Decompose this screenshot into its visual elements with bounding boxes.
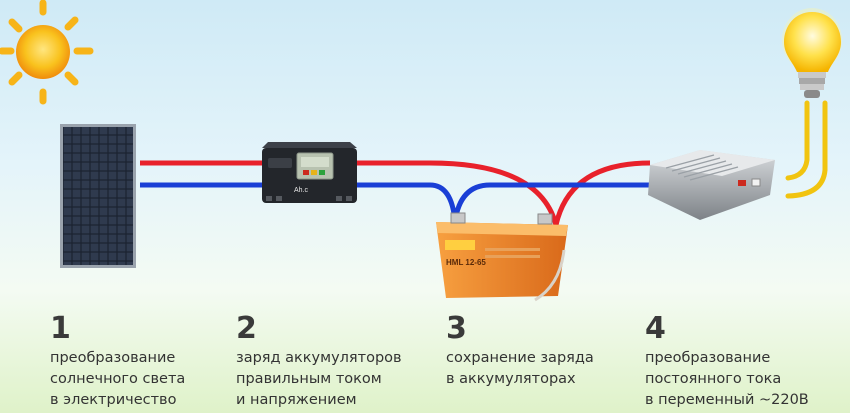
step-number: 2 — [236, 311, 257, 346]
ac-wires — [785, 100, 828, 199]
step-description: преобразование постоянного тока в переме… — [645, 348, 809, 411]
step-desc-line: в переменный ~220В — [645, 392, 809, 408]
step-number: 4 — [645, 311, 666, 346]
step-desc-line: в электричество — [50, 392, 177, 408]
step-desc-line: преобразование — [50, 350, 176, 366]
battery-icon: HML 12-65 — [436, 212, 568, 302]
step-4: 4 преобразование постоянного тока в пере… — [645, 312, 809, 411]
controller-brand-label: Ah.c — [294, 187, 309, 194]
step-description: сохранение заряда в аккумуляторах — [446, 348, 594, 390]
step-number: 3 — [446, 311, 467, 346]
step-desc-line: постоянного тока — [645, 371, 782, 387]
step-desc-line: солнечного света — [50, 371, 186, 387]
inverter-icon — [648, 150, 775, 220]
step-desc-line: сохранение заряда — [446, 350, 594, 366]
controller-wires — [357, 160, 651, 226]
step-description: заряд аккумуляторов правильным током и н… — [236, 348, 402, 411]
step-3: 3 сохранение заряда в аккумуляторах — [446, 312, 594, 390]
battery-model-label: HML 12-65 — [446, 258, 486, 267]
charge-controller-icon: Ah.c — [262, 142, 357, 203]
step-description: преобразование солнечного света в электр… — [50, 348, 185, 411]
step-desc-line: в аккумуляторах — [446, 371, 576, 387]
step-1: 1 преобразование солнечного света в элек… — [50, 312, 185, 411]
panel-wires — [140, 160, 262, 188]
step-2: 2 заряд аккумуляторов правильным током и… — [236, 312, 402, 411]
step-desc-line: и напряжением — [236, 392, 357, 408]
step-desc-line: заряд аккумуляторов — [236, 350, 402, 366]
step-desc-line: преобразование — [645, 350, 771, 366]
step-number: 1 — [50, 311, 71, 346]
sun-icon — [0, 0, 94, 105]
solar-panel-icon — [60, 124, 136, 268]
step-desc-line: правильным током — [236, 371, 382, 387]
light-bulb-icon — [782, 8, 842, 98]
